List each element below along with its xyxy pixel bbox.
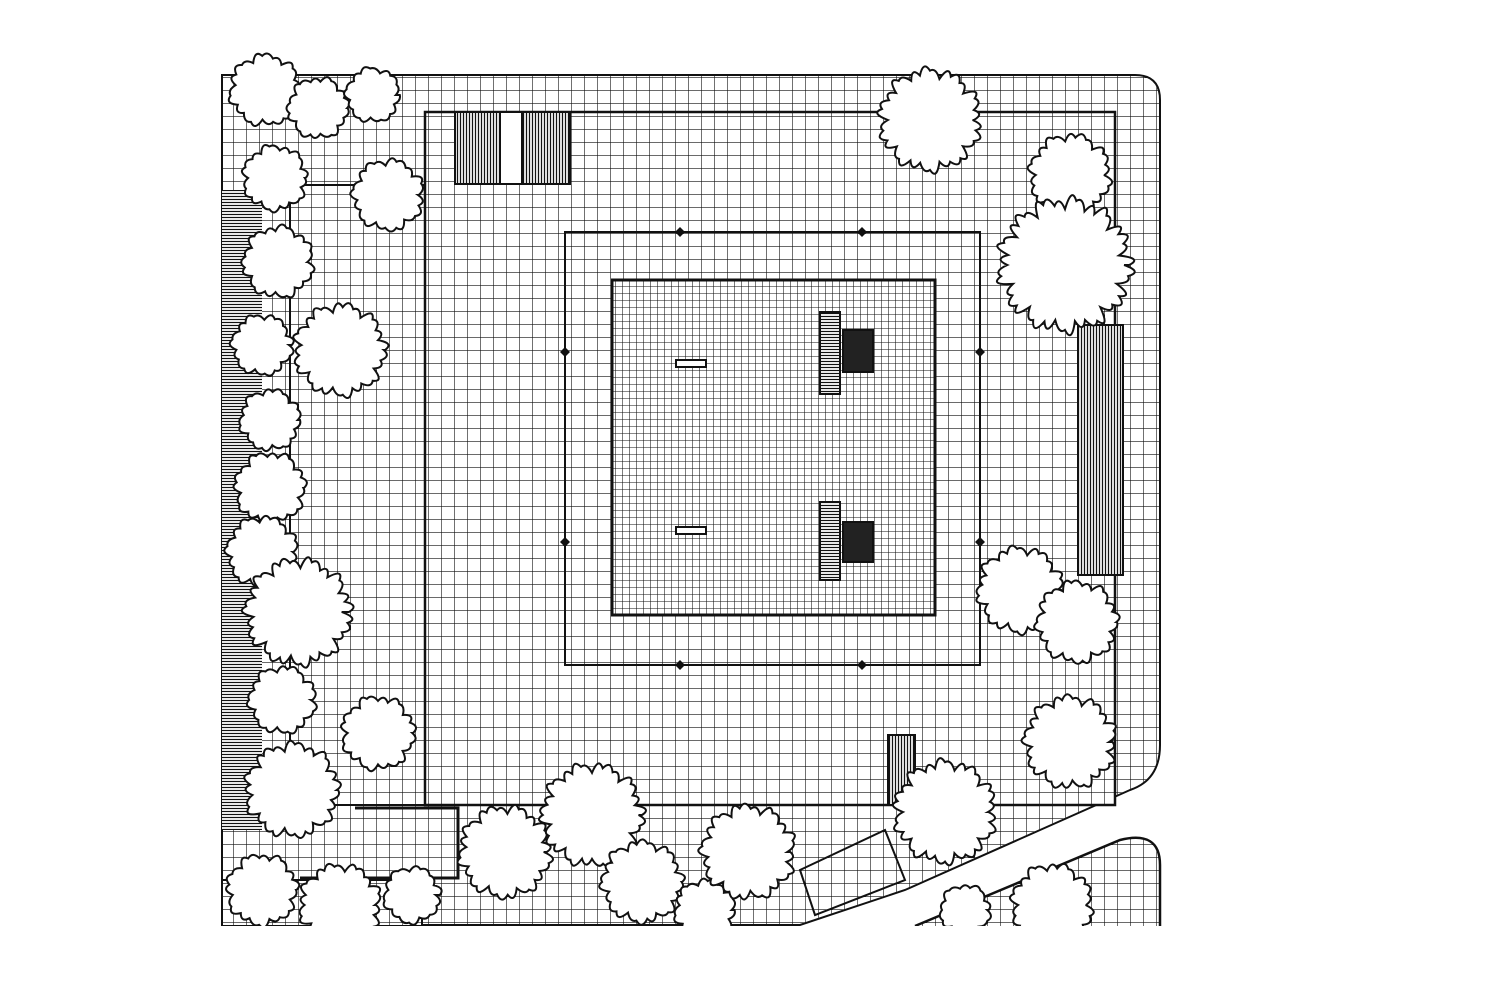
- tree-icon: [238, 388, 302, 453]
- tree-icon: [228, 314, 295, 377]
- stairs-top-left: [454, 111, 501, 185]
- column-icon: [675, 660, 685, 670]
- tree-icon: [292, 302, 390, 399]
- stairs-top-gap: [499, 111, 523, 185]
- tree-icon: [285, 76, 351, 139]
- stairs-top-right: [521, 111, 571, 185]
- tree-icon: [382, 865, 443, 926]
- tree-icon: [1020, 693, 1117, 789]
- tree-icon: [673, 877, 736, 926]
- tree-icon: [340, 695, 417, 773]
- tree-icon: [995, 194, 1136, 337]
- retaining-wall: [300, 806, 460, 880]
- column-icon: [560, 537, 570, 547]
- tree-icon: [243, 739, 342, 839]
- tree-icon: [876, 65, 982, 175]
- column-icon: [857, 227, 867, 237]
- bench-right: [1077, 324, 1124, 576]
- column-icon: [675, 227, 685, 237]
- tree-icon: [225, 853, 301, 926]
- service-core-north: [675, 311, 874, 395]
- tree-icon: [456, 803, 554, 901]
- tree-icon: [1033, 579, 1121, 665]
- column-icon: [560, 347, 570, 357]
- tree-icon: [343, 66, 402, 123]
- tree-icon: [227, 52, 303, 127]
- tree-icon: [240, 556, 355, 669]
- tree-icon: [697, 802, 796, 901]
- trees: [223, 52, 1136, 926]
- tree-icon: [938, 884, 992, 926]
- service-core-south: [675, 501, 874, 581]
- column-icon: [975, 347, 985, 357]
- tree-icon: [245, 665, 318, 735]
- building-hall: [610, 278, 937, 617]
- tree-icon: [1008, 862, 1095, 926]
- column-icon: [857, 660, 867, 670]
- roof-outline: [564, 231, 981, 666]
- columns: [560, 227, 985, 670]
- tree-icon: [298, 862, 382, 926]
- column-icon: [975, 537, 985, 547]
- tree-icon: [232, 452, 308, 527]
- tree-icon: [598, 838, 686, 926]
- tree-icon: [240, 144, 309, 214]
- tree-icon: [240, 223, 316, 299]
- tree-icon: [349, 157, 425, 233]
- ramp-diagonal: [798, 828, 907, 917]
- tree-icon: [891, 757, 997, 867]
